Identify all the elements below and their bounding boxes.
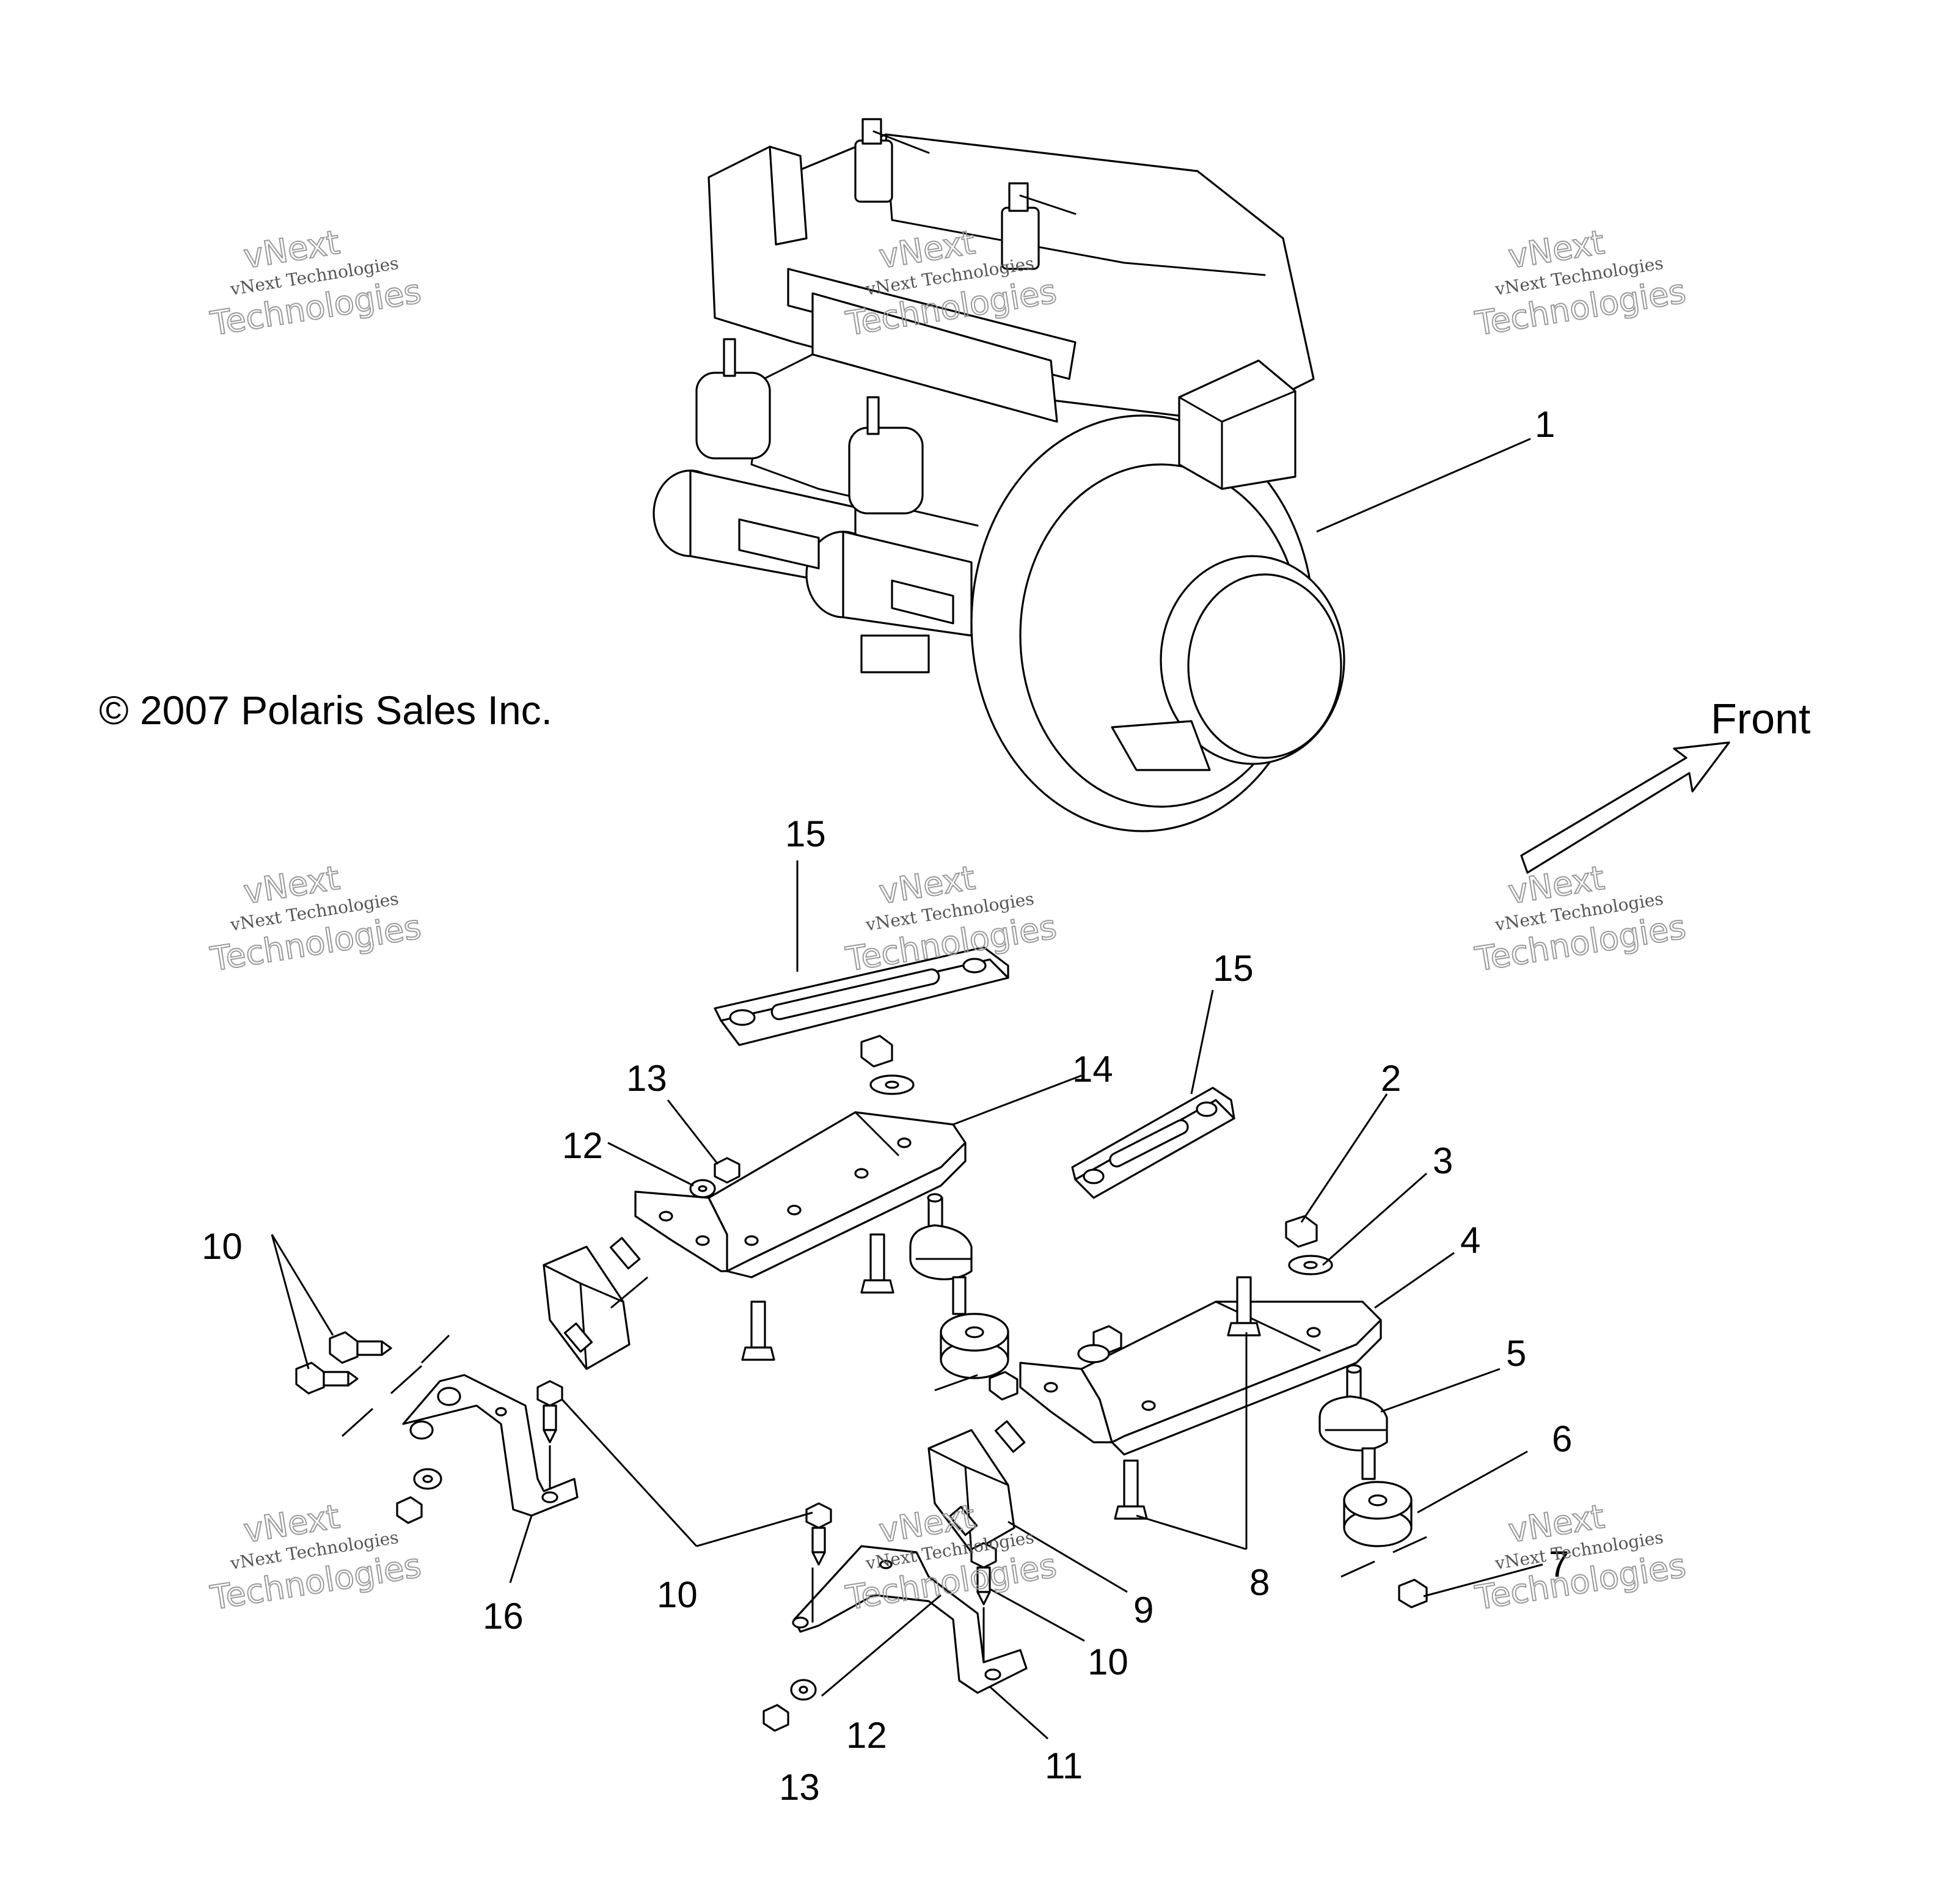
bolts [741, 1233, 1261, 1520]
mount-block-left [543, 1237, 641, 1370]
bracket-part-4 [989, 1215, 1382, 1456]
callout-1: 1 [1535, 404, 1555, 445]
callout-8: 8 [1249, 1562, 1270, 1603]
engine-assembly [653, 118, 1345, 832]
watermark: vNext vNext Technologies Technologies [1472, 222, 1689, 344]
callout-7: 7 [1549, 1544, 1569, 1585]
callout-15-lower: 15 [1213, 948, 1254, 989]
callout-4: 4 [1460, 1220, 1480, 1261]
flange-bolts-part-10 [295, 1157, 1428, 1608]
bolt [860, 1233, 894, 1294]
callout-14: 14 [1072, 1049, 1113, 1090]
mount-block-part-9 [927, 1420, 1026, 1553]
bracket-part-14 [634, 1035, 967, 1278]
callout-9: 9 [1133, 1590, 1154, 1630]
callout-15-upper: 15 [785, 813, 826, 854]
callout-labels: 1 2 3 4 5 6 7 8 9 10 10 10 11 12 12 13 1… [202, 404, 1572, 1808]
callout-12-upper: 12 [562, 1125, 603, 1166]
watermark: vNext vNext Technologies Technologies [207, 1497, 424, 1618]
watermark: vNext vNext Technologies Technologies [1472, 858, 1689, 980]
rubber-pad-left [940, 1313, 1009, 1379]
flange-bolt [805, 1502, 832, 1566]
flange-bolt [329, 1331, 392, 1364]
front-arrow [1520, 741, 1730, 874]
alignment-lines [341, 1276, 1427, 1662]
callout-13-lower: 13 [779, 1767, 820, 1808]
callout-10-middle: 10 [657, 1574, 698, 1615]
flange-bolt [536, 1380, 563, 1443]
copyright-notice: © 2007 Polaris Sales Inc. [99, 688, 552, 733]
bracket-part-16 [396, 1374, 579, 1524]
callout-12-lower: 12 [846, 1715, 887, 1756]
watermark: vNext vNext Technologies Technologies [1472, 1497, 1689, 1618]
front-label: Front [1711, 695, 1810, 743]
plate-part-15-upper [714, 946, 1009, 1046]
bolt [741, 1300, 775, 1361]
callout-6: 6 [1552, 1418, 1572, 1459]
callout-2: 2 [1381, 1058, 1401, 1099]
bolt [1227, 1276, 1261, 1337]
callout-16: 16 [483, 1596, 524, 1637]
callout-13-upper: 13 [626, 1058, 667, 1099]
bracket-part-11 [762, 1545, 1028, 1732]
leader-lines [271, 438, 1543, 1740]
callout-11: 11 [1045, 1745, 1083, 1786]
watermark: vNext vNext Technologies Technologies [843, 858, 1059, 980]
watermark: vNext vNext Technologies Technologies [207, 222, 424, 344]
flange-bolt [295, 1362, 359, 1395]
watermark: vNext vNext Technologies Technologies [207, 858, 424, 980]
bolt [1114, 1459, 1148, 1520]
engine-mount-part-5 [1318, 1364, 1388, 1480]
rubber-pad-part-6 [1343, 1481, 1413, 1547]
callout-3: 3 [1433, 1140, 1453, 1181]
callout-10-left: 10 [202, 1226, 243, 1267]
callout-10-right: 10 [1088, 1641, 1128, 1682]
engine-mount-upper [909, 1193, 973, 1315]
plate-part-15-lower [1071, 1087, 1235, 1199]
flange-bolt [970, 1542, 997, 1605]
callout-5: 5 [1506, 1333, 1526, 1374]
